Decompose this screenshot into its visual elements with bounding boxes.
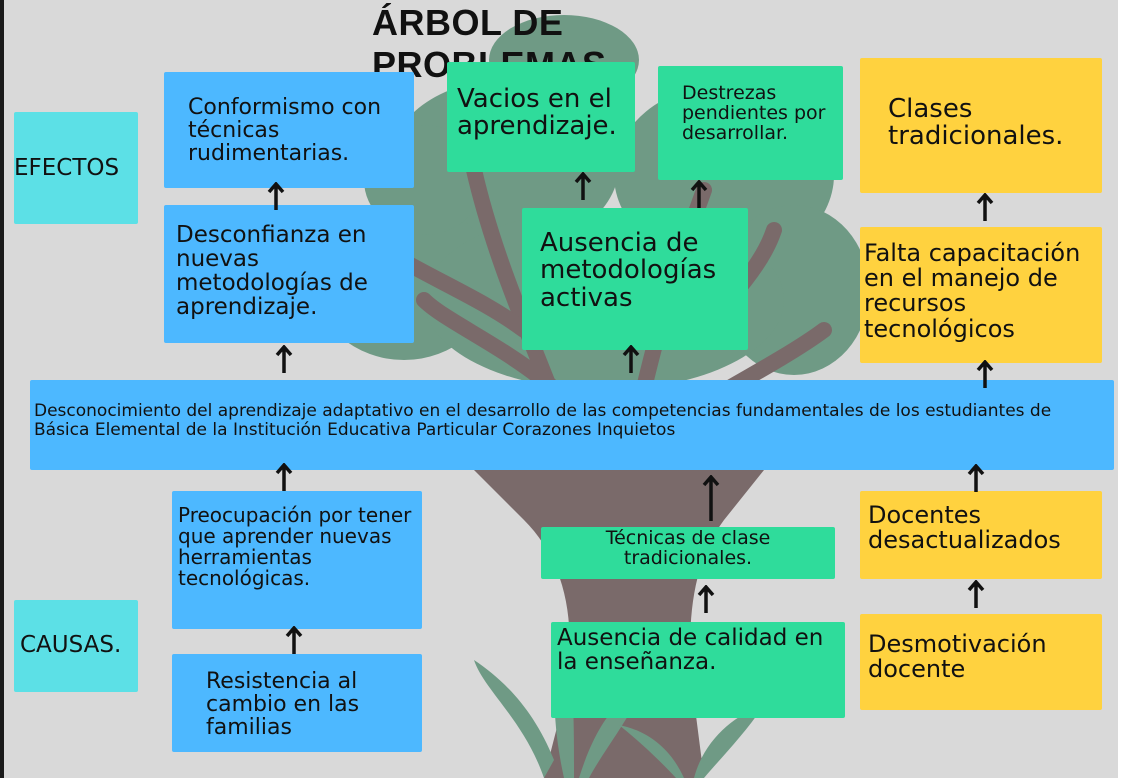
arrow-up-icon: [967, 464, 985, 492]
arrow-up-icon: [697, 585, 715, 613]
arrow-up-icon: [275, 345, 293, 373]
arrow-up-icon: [702, 475, 720, 521]
effect-conformismo: Conformismo con técnicas rudimentarias.: [164, 72, 414, 188]
cause-desmotivacion: Desmotivación docente: [860, 614, 1102, 710]
effect-desconfianza: Desconfianza en nuevas metodologías de a…: [164, 205, 414, 343]
effect-falta-capacitacion: Falta capacitación en el manejo de recur…: [860, 227, 1102, 363]
arrow-up-icon: [976, 193, 994, 221]
effect-vacios: Vacios en el aprendizaje.: [447, 62, 635, 172]
label-causas: CAUSAS.: [14, 600, 138, 692]
arrow-up-icon: [267, 182, 285, 210]
arrow-up-icon: [967, 580, 985, 608]
arrow-up-icon: [275, 463, 293, 491]
cause-docentes-desactualizados: Docentes desactualizados: [860, 491, 1102, 579]
central-problem: Desconocimiento del aprendizaje adaptati…: [30, 380, 1114, 470]
effect-destrezas: Destrezas pendientes por desarrollar.: [658, 66, 843, 180]
plant-right: [619, 705, 764, 778]
arrow-up-icon: [622, 345, 640, 373]
cause-tecnicas-clase: Técnicas de clase tradicionales.: [541, 527, 835, 579]
arrow-up-icon: [976, 360, 994, 388]
arrow-up-icon: [690, 180, 708, 208]
cause-preocupacion: Preocupación por tener que aprender nuev…: [172, 491, 422, 629]
cause-ausencia-calidad: Ausencia de calidad en la enseñanza.: [551, 622, 845, 718]
cause-resistencia: Resistencia al cambio en las familias: [172, 654, 422, 752]
arrow-up-icon: [285, 626, 303, 654]
label-efectos: EFECTOS: [14, 112, 138, 224]
effect-ausencia-metodologias: Ausencia de metodologías activas: [522, 208, 748, 350]
effect-clases-tradicionales: Clases tradicionales.: [860, 58, 1102, 193]
arrow-up-icon: [574, 172, 592, 200]
